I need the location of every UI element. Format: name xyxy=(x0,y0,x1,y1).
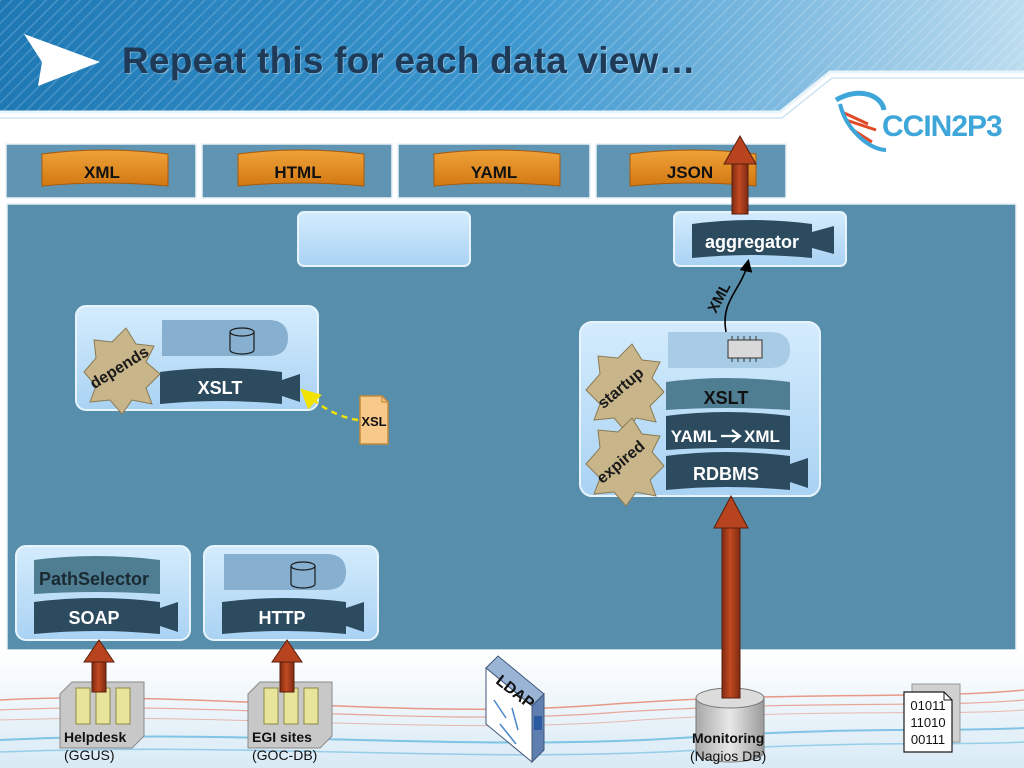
egi-sites-provider-icon xyxy=(247,681,333,749)
http-label: HTTP xyxy=(259,608,306,628)
xml-link xyxy=(724,258,753,333)
play-icon xyxy=(24,34,100,86)
helpdesk-name: Helpdesk xyxy=(64,729,127,745)
format-tabs xyxy=(5,143,787,199)
rdbms-label: RDBMS xyxy=(693,464,759,484)
binary-line-1: 01011 xyxy=(910,698,945,713)
monitoring-sub: (Nagios DB) xyxy=(690,748,767,764)
format-label-yaml: YAML xyxy=(471,163,518,182)
yaml-to-xml-arrow-icon xyxy=(721,429,742,443)
aggregator-box xyxy=(673,211,847,267)
format-label-html: HTML xyxy=(274,163,321,182)
xsl-file-icon xyxy=(359,395,389,445)
yaml-label: YAML xyxy=(671,427,718,446)
binary-line-2: 11010 xyxy=(910,715,945,730)
helpdesk-sub: (GGUS) xyxy=(64,747,115,763)
database-icon xyxy=(229,327,255,355)
pathselector-label: PathSelector xyxy=(39,569,149,589)
helpdesk-provider-icon xyxy=(59,681,145,749)
binary-file-icon xyxy=(903,683,961,753)
left-processing-group xyxy=(75,305,319,415)
egi-sites-sub: (GOC-DB) xyxy=(252,747,318,763)
egi-sites-name: EGI sites xyxy=(252,729,312,745)
ccin2p3-logo xyxy=(834,90,887,152)
monitoring-name: Monitoring xyxy=(692,730,765,746)
logo-text: CCIN2P3 xyxy=(882,110,1003,143)
right-processing-group xyxy=(579,321,821,507)
format-label-xml: XML xyxy=(84,163,120,182)
chip-icon xyxy=(727,336,763,362)
arrow-egi-up xyxy=(271,639,303,693)
header-band xyxy=(0,0,1024,119)
ldap-server-icon xyxy=(485,655,545,764)
slide-title: Repeat this for each data view… xyxy=(122,40,696,81)
arrow-monitoring-up xyxy=(713,494,749,699)
format-label-json: JSON xyxy=(667,163,713,182)
xsl-file-label: XSL xyxy=(361,414,386,429)
xml-label: XML xyxy=(744,427,780,446)
aggregator-label: aggregator xyxy=(705,232,799,252)
binary-line-3: 00111 xyxy=(911,732,945,747)
arrow-helpdesk-up xyxy=(83,639,115,693)
main-panel xyxy=(6,203,1017,651)
xsl-link xyxy=(300,388,359,422)
right-xslt-label: XSLT xyxy=(704,388,749,408)
soap-label: SOAP xyxy=(68,608,119,628)
soap-source-box xyxy=(15,545,191,641)
database-icon xyxy=(290,561,316,589)
arrow-json-out xyxy=(723,134,757,215)
empty-view-box xyxy=(297,211,471,267)
http-source-box xyxy=(203,545,379,641)
left-xslt-label: XSLT xyxy=(198,378,243,398)
